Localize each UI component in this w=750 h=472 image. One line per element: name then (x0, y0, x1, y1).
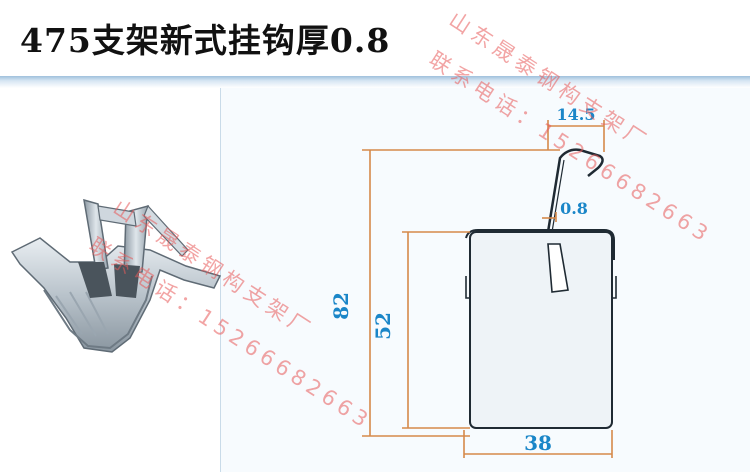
dimension-label-body-height: 52 (371, 312, 395, 340)
title-divider (0, 76, 750, 88)
dimension-label-total-height: 82 (329, 292, 353, 320)
part-profile (465, 148, 617, 429)
page-title: 475支架新式挂钩厚0.8 (20, 21, 391, 60)
dimension-lines (362, 120, 613, 458)
bracket-photo (10, 198, 222, 353)
dimension-label-top-width: 14.5 (557, 105, 596, 124)
dimension-label-bottom-width: 38 (524, 431, 552, 455)
dimension-label-thickness: 0.8 (560, 199, 588, 218)
